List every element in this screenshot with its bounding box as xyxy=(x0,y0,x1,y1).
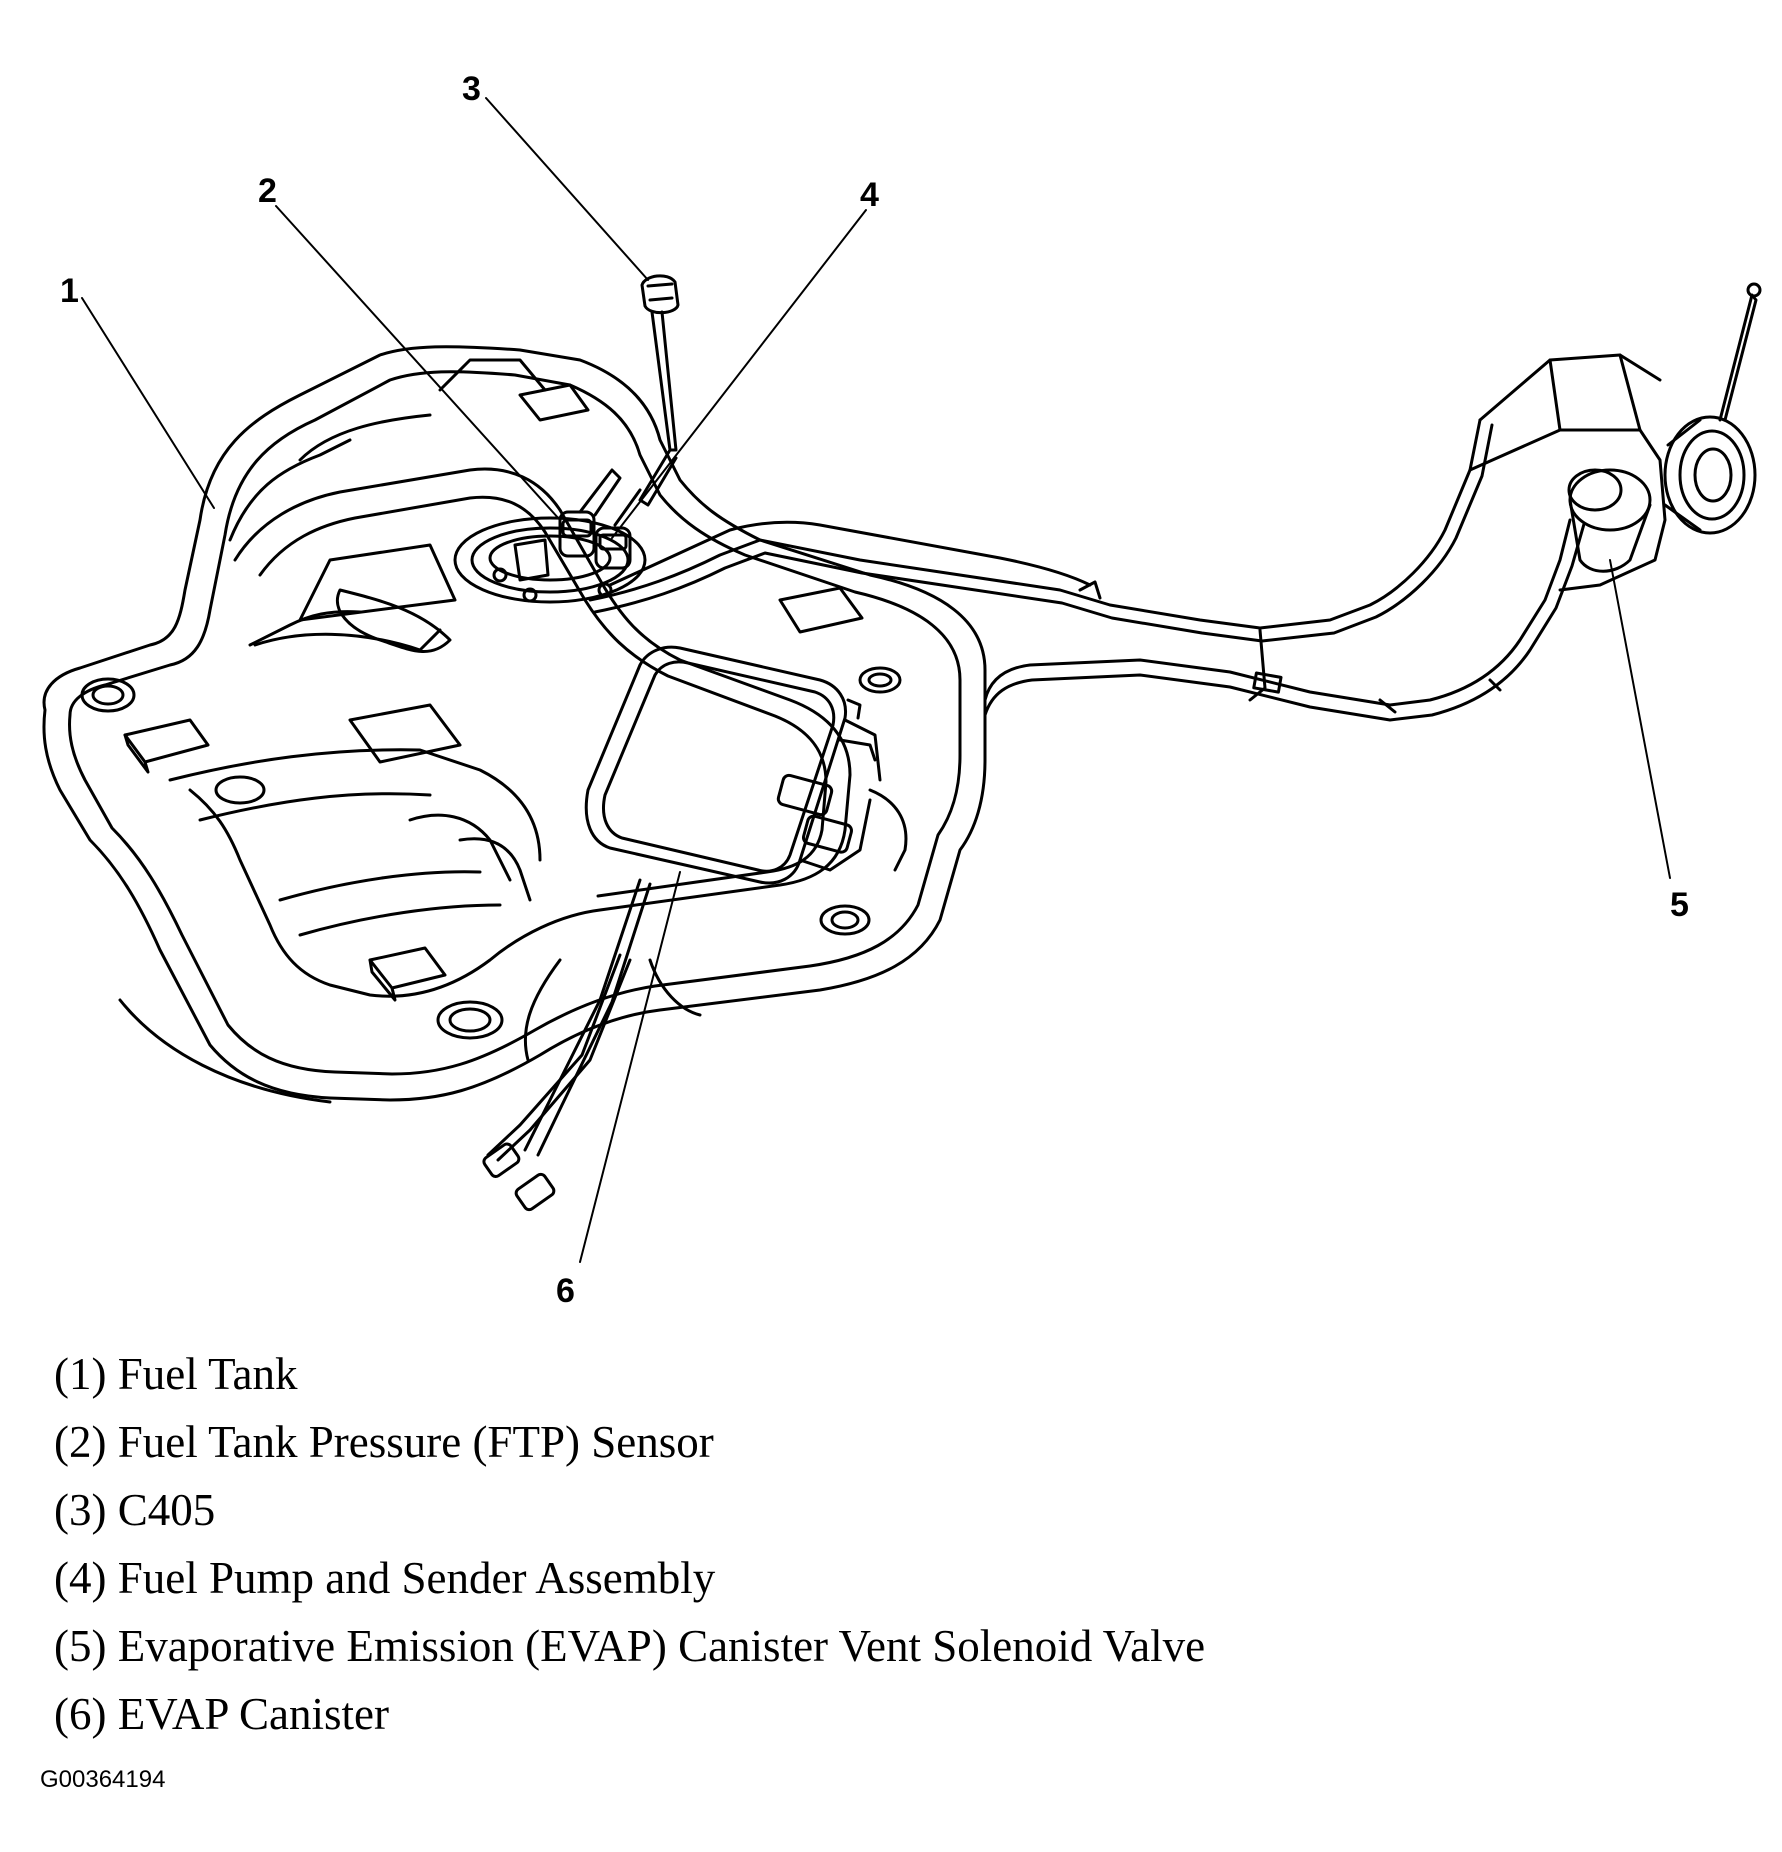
legend: (1) Fuel Tank (2) Fuel Tank Pressure (FT… xyxy=(54,1340,1754,1748)
fuel-system-diagram: 1 2 3 4 5 6 xyxy=(42,70,1762,1310)
callout-2: 2 xyxy=(258,172,277,210)
legend-item-evap-vent-valve: (5) Evaporative Emission (EVAP) Canister… xyxy=(54,1621,1206,1671)
c405-connector-icon xyxy=(640,274,680,315)
fuel-pump-flange xyxy=(453,516,647,604)
callout-1: 1 xyxy=(60,272,79,310)
legend-item-c405: (3) C405 xyxy=(54,1485,216,1535)
fuel-pump-connector xyxy=(594,526,632,570)
legend-item-ftp-sensor: (2) Fuel Tank Pressure (FTP) Sensor xyxy=(54,1417,714,1467)
callout-4: 4 xyxy=(860,176,879,214)
evap-vent-solenoid-valve xyxy=(1568,468,1652,532)
figure-id: G00364194 xyxy=(40,1766,166,1793)
fuel-filler-cap xyxy=(1663,415,1757,535)
legend-item-fuel-tank: (1) Fuel Tank xyxy=(54,1349,298,1399)
legend-item-fuel-pump: (4) Fuel Pump and Sender Assembly xyxy=(54,1553,716,1603)
callout-6: 6 xyxy=(556,1272,575,1310)
legend-item-evap-canister: (6) EVAP Canister xyxy=(54,1689,389,1739)
evap-canister-body xyxy=(584,645,848,885)
callout-3: 3 xyxy=(462,70,481,108)
ftp-sensor-body xyxy=(558,510,596,558)
harness-connector-icon xyxy=(482,1142,521,1178)
callout-5: 5 xyxy=(1670,886,1689,924)
